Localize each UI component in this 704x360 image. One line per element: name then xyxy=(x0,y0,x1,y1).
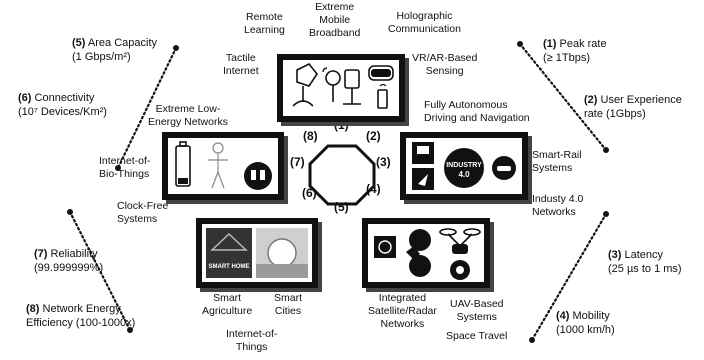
satellite-icon xyxy=(374,236,396,258)
connector-dot xyxy=(529,337,535,343)
left-panel-illustration xyxy=(175,141,272,190)
panel-left-applications xyxy=(162,132,284,200)
panel-bottom-left-applications: SMART HOME xyxy=(196,218,318,288)
wifi-icon xyxy=(379,83,387,87)
bio-sensor-icon xyxy=(244,162,272,190)
human-body-icon xyxy=(208,142,228,189)
panel-right-applications: INDUSTRY 4.0 xyxy=(400,132,528,200)
connector-dot xyxy=(173,45,179,51)
octagon-number-4: (4) xyxy=(366,182,381,196)
panel-bottom-right-applications xyxy=(362,218,490,288)
satellite-dish-icon xyxy=(325,70,341,86)
connector-dot xyxy=(603,147,609,153)
radar-icon xyxy=(409,229,431,251)
octagon-number-2: (2) xyxy=(366,129,381,143)
smart-home-icon xyxy=(206,228,252,278)
center-octagon xyxy=(308,144,376,206)
panel-top-applications xyxy=(277,54,405,122)
kpi-area-capacity: (5) Area Capacity (1 Gbps/m²) xyxy=(72,37,157,63)
hologram-icon xyxy=(296,62,318,87)
octagon-number-6: (6) xyxy=(302,186,317,200)
connector-dot xyxy=(603,211,609,217)
octagon-number-8: (8) xyxy=(303,129,318,143)
bottom-right-panel-illustration xyxy=(374,228,481,280)
industry-gear-icon xyxy=(444,148,484,188)
label-internet-of-bio-things: Internet-of-Bio-Things xyxy=(99,155,151,180)
bottom-left-panel-illustration: SMART HOME xyxy=(206,228,308,278)
label-internet-of-things: Internet-of-Things xyxy=(226,328,278,353)
octagon-number-3: (3) xyxy=(376,155,391,169)
smart-home-text: SMART HOME xyxy=(209,264,250,270)
label-space-travel: Space Travel xyxy=(446,330,508,342)
label-extreme-low-energy: Extreme Low-Energy Networks xyxy=(148,103,228,128)
connector-dot xyxy=(67,209,73,215)
smartphone-icon xyxy=(377,89,388,109)
right-panel-illustration: INDUSTRY 4.0 xyxy=(412,142,516,190)
space-rocket-icon xyxy=(409,255,431,277)
robot-icon xyxy=(344,69,360,89)
kpi-mobility: (4) Mobility (1000 km/h) xyxy=(556,310,615,336)
kpi-energy-efficiency: (8) Network Energy Efficiency (100-1000x… xyxy=(26,303,136,329)
industry-version-text: 4.0 xyxy=(458,170,470,179)
kpi-user-experience-rate: (2) User Experience rate (1Gbps) xyxy=(584,94,682,120)
industry-badge-text: INDUSTRY xyxy=(446,162,482,169)
octagon-number-5: (5) xyxy=(334,200,349,214)
kpi-latency: (3) Latency (25 µs to 1 ms) xyxy=(608,249,682,275)
kpi-reliability: (7) Reliability (99.999999%) xyxy=(34,248,104,274)
connector-dot xyxy=(517,41,523,47)
octagon-number-7: (7) xyxy=(290,155,305,169)
kpi-peak-rate: (1) Peak rate (≥ 1Tbps) xyxy=(543,38,607,64)
drone-icon xyxy=(439,228,481,247)
kpi-connectivity: (6) Connectivity (10⁷ Devices/Km²) xyxy=(18,92,107,118)
top-panel-illustration xyxy=(292,62,394,109)
vr-headset-icon xyxy=(368,65,394,81)
